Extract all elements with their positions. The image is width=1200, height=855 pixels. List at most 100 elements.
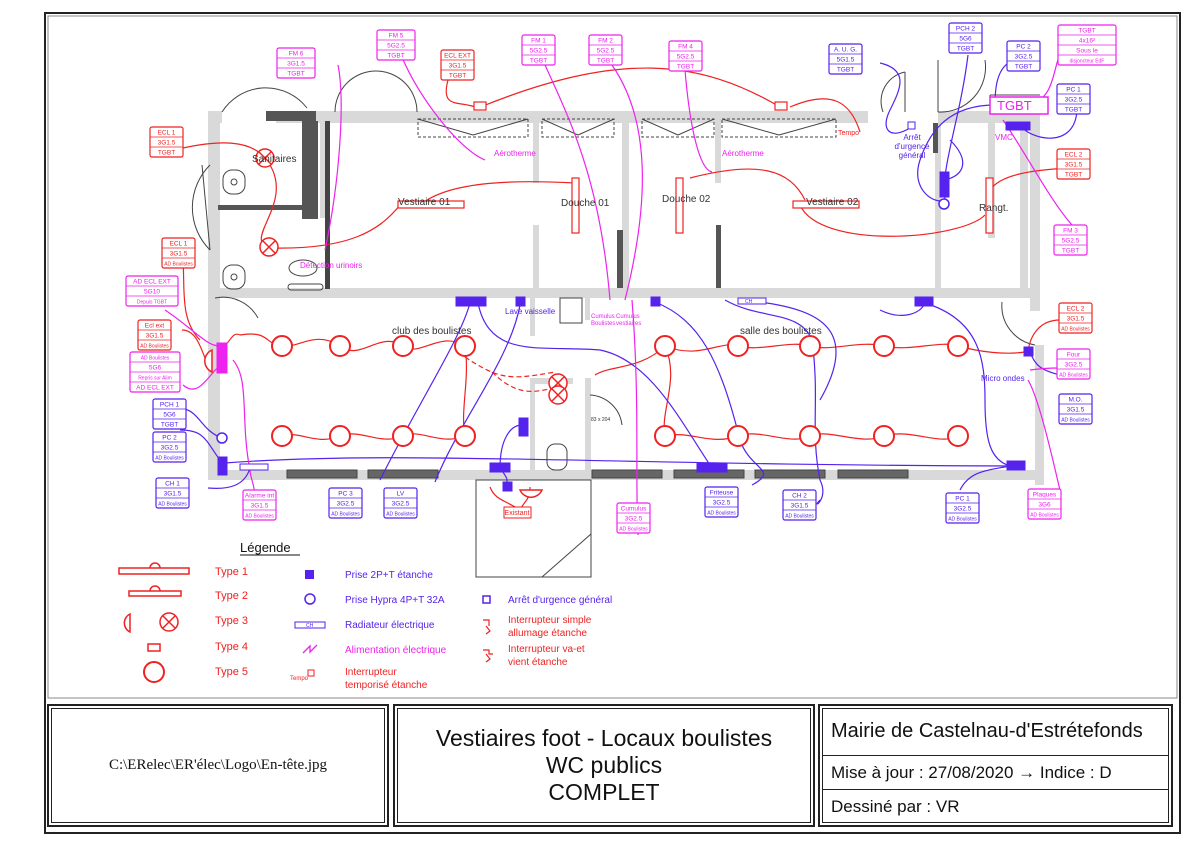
legend-tempo-icon [307, 669, 315, 677]
circuit-box-text: LV [397, 491, 405, 498]
detection-urinoirs-label: Détection urinoirs [300, 261, 362, 270]
sheet-frame [44, 12, 1181, 834]
arret-urgence-label: Arrêt [903, 133, 921, 142]
title-block-title: Vestiaires foot - Locaux boulistes WC pu… [393, 704, 815, 827]
circuit-box-frame [1053, 224, 1088, 256]
round-light-fixture [329, 425, 351, 447]
round-light-fixture [947, 335, 969, 357]
circuit-box-text: TGBT [287, 71, 304, 78]
circuit-box-text: AD Boulistes [158, 502, 187, 508]
round-light-fixture [271, 425, 293, 447]
circuit-box-text: ECL EXT [444, 53, 471, 60]
circuit-box-text: 5G2.5 [387, 43, 405, 50]
micro-ondes-label: Micro ondes [981, 374, 1025, 383]
legend-type2-icon [128, 590, 182, 597]
circuit-box-frame [125, 275, 179, 307]
circuit-box-text: TGBT [530, 58, 547, 65]
circuit-box-text: AD Boulistes [1061, 418, 1090, 424]
room-label-douche01: Douche 01 [561, 198, 610, 209]
circuit-box-text: PC 1 [955, 496, 970, 503]
circuit-box-frame [440, 49, 475, 81]
round-light-fixture [654, 425, 676, 447]
circuit-box-text: 5G6 [163, 412, 176, 419]
legend-emergency-stop-icon [482, 595, 491, 604]
windows-top [417, 118, 837, 138]
circuit-box-text: ECL 2 [1065, 152, 1083, 159]
circuit-box-text: 5G1.5 [837, 57, 855, 64]
circuit-box-frame [704, 486, 739, 518]
project-title-line2: WC publics [545, 752, 663, 778]
legend-switch-twoway-label: Interrupteur va-et [508, 644, 585, 655]
circuit-box-text: 3G1.5 [287, 61, 305, 68]
light-vestiaire02 [792, 200, 860, 209]
round-light-fixture [873, 335, 895, 357]
circuit-box-frame [668, 40, 703, 72]
legend-socket-label: Prise 2P+T étanche [345, 570, 433, 581]
circuit-box-text: TGBT [449, 73, 466, 80]
circuit-box-text: 3G1.5 [251, 503, 269, 510]
cumulus-vestiaires-label-2: vestiaires [616, 321, 641, 327]
legend-switch-simple-icon [483, 619, 491, 635]
windows-bottom [286, 469, 909, 479]
round-light-fixture [454, 425, 476, 447]
legend-socket-icon [305, 570, 314, 579]
circuit-box-frame [945, 492, 980, 524]
circuit-box-frame [948, 22, 983, 54]
circuit-box-text: AD Boulistes [1059, 373, 1088, 379]
circuit-box-frame [152, 431, 187, 463]
light-type4-ext2 [774, 101, 788, 111]
hypra-sockets [216, 198, 950, 444]
light-douche01 [571, 177, 580, 234]
legend-tempo-text: Tempo [290, 676, 309, 682]
lights-type1 [397, 101, 994, 234]
round-light-fixture [873, 425, 895, 447]
legend-radiator-icon [294, 621, 326, 629]
circuit-box-text: 4x16² [1079, 38, 1096, 45]
circuit-box-text: AD Boulistes [1061, 327, 1090, 333]
circuit-box-text: AD Boulistes [164, 262, 193, 268]
circuit-box-text: FM 5 [389, 33, 404, 40]
circuit-box-frame [152, 398, 187, 430]
legend-switch-twoway-label-2: vient étanche [508, 657, 568, 668]
circuit-box-text: AD Boulistes [386, 512, 415, 518]
circuit-box-text: TGBT [677, 64, 694, 71]
circuit-box-frame [376, 29, 416, 61]
circuit-box-text: 3G2.5 [1065, 97, 1083, 104]
circuit-box-text: TGBT [1015, 64, 1032, 71]
circuit-box-text: PCH 1 [160, 402, 180, 409]
circuit-box-text: 3G2.5 [713, 500, 731, 507]
room-label-sanitaires: Sanitaires [252, 154, 296, 165]
round-light-fixture [392, 335, 414, 357]
circuit-box-text: 5G6 [149, 365, 162, 372]
circuit-box-text: Four [1067, 352, 1081, 359]
lave-vaisselle-label: Lave vaisselle [505, 307, 556, 316]
circuit-box-text: ECL 1 [158, 130, 176, 137]
circuit-box-text: 3G2.5 [392, 501, 410, 508]
circuit-label-lv: LV 3G2.5 AD Boulistes [383, 487, 418, 519]
circuit-box-text: CH 2 [792, 493, 807, 500]
legend-type5-label: Type 5 [215, 666, 248, 678]
legend-hypra-icon [304, 593, 316, 605]
vmc-label: VMC [995, 133, 1013, 142]
circuit-box-text: 3G1.5 [449, 63, 467, 70]
feeds [216, 96, 1049, 374]
circuit-box-text: FM 6 [289, 51, 304, 58]
legend-type3-icon [123, 612, 131, 634]
room-labels: Sanitaires Vestiaire 01 Douche 01 Douche… [252, 154, 1008, 423]
round-light-fixture [947, 425, 969, 447]
existant-label: Existant [505, 510, 530, 517]
circuit-box-text: TGBT [1062, 248, 1079, 255]
circuit-box-text: Repris sur Alim [138, 376, 172, 382]
circuit-box-text: M.O. [1068, 397, 1082, 404]
circuit-box-frame [588, 34, 623, 66]
room-label-club: club des boulistes [392, 326, 472, 337]
round-light-fixture [392, 425, 414, 447]
circuit-box-text: 3G2.5 [337, 501, 355, 508]
